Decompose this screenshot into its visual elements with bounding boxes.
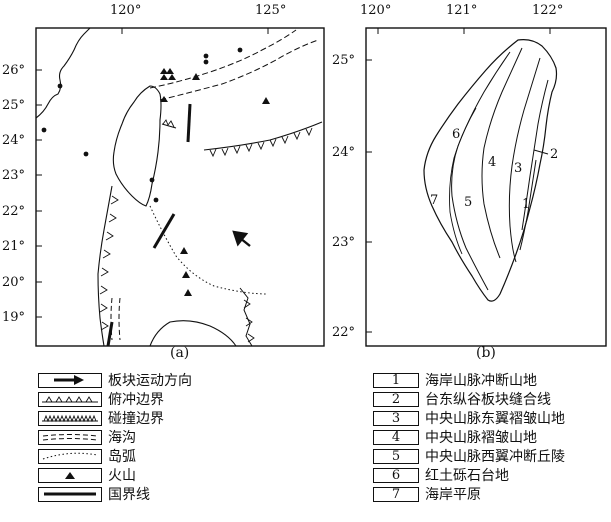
mainland-coastline xyxy=(35,27,91,119)
island-arc-icon xyxy=(38,448,102,464)
map-a-lat-tick: 21° xyxy=(2,239,26,254)
collision-boundary xyxy=(161,123,177,129)
legend-a-item: 海沟 xyxy=(38,428,136,446)
zone-label: 1 xyxy=(522,197,531,212)
legend-b-label: 中央山脉东翼褶皱山地 xyxy=(425,411,565,427)
plate-motion-arrow xyxy=(232,230,251,247)
legend-b-label: 红土砾石台地 xyxy=(425,468,509,484)
legend-a-label: 国界线 xyxy=(108,487,150,503)
map-b-lat-tick: 24° xyxy=(332,145,356,160)
legend-b-item: 5 中央山脉西翼冲断丘陵 xyxy=(373,447,565,465)
volcano-icon xyxy=(38,467,102,483)
manila-subduction-teeth xyxy=(99,195,119,331)
map-a-lat-tick: 20° xyxy=(2,275,26,290)
map-a-lat-tick: 19° xyxy=(2,310,26,325)
legend-a-label: 火山 xyxy=(108,468,136,484)
map-b-caption: (b) xyxy=(476,345,496,361)
legend-b-number: 5 xyxy=(373,448,419,464)
national-border xyxy=(186,103,192,143)
map-a-lat-tick: 23° xyxy=(2,168,26,183)
legend-b-label: 海岸平原 xyxy=(425,487,481,503)
luzon-coast xyxy=(149,320,237,347)
legend-a-item: 碰撞边界 xyxy=(38,409,164,427)
legend-b-number: 7 xyxy=(373,486,419,502)
volcano-markers xyxy=(160,68,270,296)
legend-a-label: 碰撞边界 xyxy=(108,411,164,427)
plate-motion-arrow-icon xyxy=(38,372,102,388)
island-dots xyxy=(41,47,243,203)
zone-label: 5 xyxy=(464,195,473,210)
legend-b-label: 海岸山脉冲断山地 xyxy=(425,373,537,389)
okinawa-trough xyxy=(159,39,319,101)
map-a-lat-tick: 24° xyxy=(2,133,26,148)
legend-a-item: 俯冲边界 xyxy=(38,390,164,408)
legend-b-number: 3 xyxy=(373,410,419,426)
legend-b-label: 中央山脉西翼冲断丘陵 xyxy=(425,449,565,465)
map-b-lon-tick: 122° xyxy=(532,3,564,18)
legend-b-label: 台东纵谷板块缝合线 xyxy=(425,392,551,408)
zone-label: 7 xyxy=(430,193,439,208)
legend-a-item: 岛弧 xyxy=(38,447,136,465)
map-a-lon-tick: 120° xyxy=(110,3,142,18)
map-b-lat-tick: 23° xyxy=(332,235,356,250)
manila-subduction xyxy=(97,185,113,347)
map-a-lat-tick: 26° xyxy=(2,63,26,78)
taiwan-island xyxy=(112,85,162,207)
legend-b-label: 中央山脉褶皱山地 xyxy=(425,430,537,446)
legend-b-item: 2 台东纵谷板块缝合线 xyxy=(373,390,551,408)
taiwan-outline xyxy=(423,39,558,302)
legend-a-label: 岛弧 xyxy=(108,449,136,465)
zone-boundary-east xyxy=(508,57,541,263)
map-b-lon-tick: 120° xyxy=(360,3,392,18)
legend-b-number: 4 xyxy=(373,429,419,445)
legend-a-item: 国界线 xyxy=(38,485,150,503)
legend-b-number: 1 xyxy=(373,372,419,388)
map-a-frame xyxy=(35,27,325,347)
legend-b-number: 6 xyxy=(373,467,419,483)
ryukyu-subduction xyxy=(203,121,323,151)
map-a-ticks xyxy=(36,28,269,318)
national-border xyxy=(106,321,114,347)
collision-boundary-icon xyxy=(38,410,102,426)
map-b-lon-tick: 121° xyxy=(446,3,478,18)
legend-a-item: 板块运动方向 xyxy=(38,371,192,389)
south-trench xyxy=(110,297,113,341)
legend-b-item: 3 中央山脉东翼褶皱山地 xyxy=(373,409,565,427)
map-b-lat-tick: 22° xyxy=(332,325,356,340)
national-border xyxy=(152,213,176,249)
zone-boundary-central xyxy=(481,47,523,259)
zone-label: 2 xyxy=(550,147,559,162)
legend-a-item: 火山 xyxy=(38,466,136,484)
legend-a-label: 海沟 xyxy=(108,430,136,446)
national-border-icon xyxy=(38,486,102,502)
legend-b-item: 7 海岸平原 xyxy=(373,485,481,503)
legend-b-item: 4 中央山脉褶皱山地 xyxy=(373,428,537,446)
legend-b-number: 2 xyxy=(373,391,419,407)
zone-label: 3 xyxy=(514,161,523,176)
map-b-frame xyxy=(365,27,607,347)
ryukyu-trench xyxy=(149,29,297,89)
subduction-boundary-icon xyxy=(38,391,102,407)
zone-label: 4 xyxy=(488,155,497,170)
map-a-lat-tick: 25° xyxy=(2,98,26,113)
trench-icon xyxy=(38,429,102,445)
map-a-lat-tick: 22° xyxy=(2,204,26,219)
map-a-caption: (a) xyxy=(170,345,190,361)
legend-a-label: 板块运动方向 xyxy=(108,373,192,389)
map-b-lat-tick: 25° xyxy=(332,53,356,68)
legend-a-label: 俯冲边界 xyxy=(108,392,164,408)
legend-b-item: 1 海岸山脉冲断山地 xyxy=(373,371,537,389)
zone-boundary-west xyxy=(451,51,511,291)
map-a-lon-tick: 125° xyxy=(255,3,287,18)
legend-b-item: 6 红土砾石台地 xyxy=(373,466,509,484)
zone-label: 6 xyxy=(452,127,461,142)
